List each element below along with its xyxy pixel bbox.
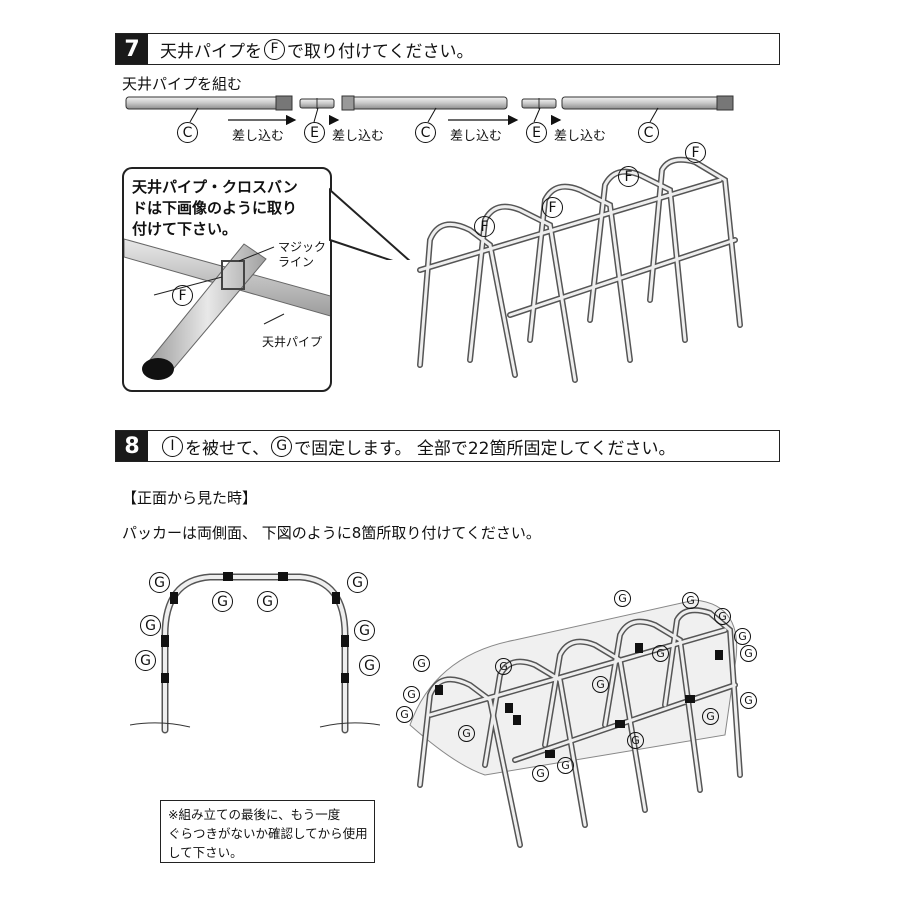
ceiling-pipe-assembly-heading: 天井パイプを組む xyxy=(122,75,243,93)
cross-band-detail-illustration xyxy=(124,238,330,380)
cover-part-g-label-12: G xyxy=(740,692,757,709)
front-part-g-label-2: G xyxy=(212,591,233,612)
frame-part-f-label-2: F xyxy=(542,197,563,218)
insert-label-3: 差し込む xyxy=(450,129,503,144)
part-c-label-3: C xyxy=(638,122,659,143)
part-i-symbol: I xyxy=(162,435,183,457)
inset-pointer xyxy=(329,187,411,260)
step8-instruction: I を被せて、 G で固定します。 全部で22箇所固定してください。 xyxy=(160,431,675,461)
cover-part-g-label-7: G xyxy=(557,757,574,774)
cover-part-g-label-10: G xyxy=(652,645,669,662)
cover-part-g-label-1: G xyxy=(413,655,430,672)
step8-number: 8 xyxy=(116,431,148,461)
insert-label-2: 差し込む xyxy=(332,129,385,144)
front-part-g-label-8: G xyxy=(359,655,380,676)
cover-part-g-label-16: G xyxy=(734,628,751,645)
step7-header: 7 天井パイプを F で取り付けてください。 xyxy=(115,33,780,65)
pipe-c-2 xyxy=(341,95,508,111)
cover-part-g-label-6: G xyxy=(532,765,549,782)
cover-part-g-label-13: G xyxy=(614,590,631,607)
part-e-label-1: E xyxy=(304,122,325,143)
part-f-symbol: F xyxy=(264,38,285,60)
front-part-g-label-7: G xyxy=(135,650,156,671)
greenhouse-frame-illustration-1 xyxy=(417,156,743,383)
cover-part-g-label-8: G xyxy=(592,676,609,693)
cover-part-g-label-2: G xyxy=(403,686,420,703)
joint-e-2 xyxy=(521,98,557,109)
inset-instruction: 天井パイプ・クロスバン ドは下画像のように取り 付けて下さい。 xyxy=(132,178,298,238)
insert-label-1: 差し込む xyxy=(232,129,285,144)
front-part-g-label-1: G xyxy=(149,572,170,593)
part-e-label-2: E xyxy=(526,122,547,143)
frame-part-f-label-1: F xyxy=(474,216,495,237)
packer-instruction: パッカーは両側面、 下図のように8箇所取り付けてください。 xyxy=(122,524,541,542)
part-c-label-2: C xyxy=(415,122,436,143)
greenhouse-covered-illustration xyxy=(409,599,743,848)
frame-part-f-label-3: F xyxy=(618,166,639,187)
inset-part-f-label: F xyxy=(172,285,193,306)
step8-header: 8 I を被せて、 G で固定します。 全部で22箇所固定してください。 xyxy=(115,430,780,462)
part-g-symbol: G xyxy=(271,435,293,457)
insert-label-4: 差し込む xyxy=(554,129,607,144)
inset-ceiling-pipe-label: 天井パイプ xyxy=(262,335,323,349)
cover-part-g-label-9: G xyxy=(627,732,644,749)
cross-band-detail-inset: 天井パイプ・クロスバン ドは下画像のように取り 付けて下さい。 xyxy=(122,167,332,392)
pipe-c-1 xyxy=(125,95,293,111)
cover-part-g-label-15: G xyxy=(714,608,731,625)
front-view-illustration xyxy=(130,572,380,734)
front-part-g-label-5: G xyxy=(140,615,161,636)
step7-instruction: 天井パイプを F で取り付けてください。 xyxy=(160,34,474,64)
cover-part-g-label-17: G xyxy=(740,645,757,662)
part-c-label-1: C xyxy=(177,122,198,143)
front-part-g-label-3: G xyxy=(257,591,278,612)
magic-line-label: マジック ライン xyxy=(278,240,327,269)
cover-part-g-label-3: G xyxy=(396,706,413,723)
cover-part-g-label-14: G xyxy=(682,592,699,609)
front-part-g-label-4: G xyxy=(347,572,368,593)
cover-part-g-label-5: G xyxy=(495,658,512,675)
joint-e-1 xyxy=(299,98,335,109)
front-view-heading: 【正面から見た時】 xyxy=(122,489,258,507)
cover-part-g-label-11: G xyxy=(702,708,719,725)
frame-part-f-label-4: F xyxy=(685,142,706,163)
pipe-c-3 xyxy=(561,95,734,111)
step7-number: 7 xyxy=(116,34,148,64)
front-part-g-label-6: G xyxy=(354,620,375,641)
final-check-note: ※組み立ての最後に、もう一度 ぐらつきがないか確認してから使用 して下さい。 xyxy=(160,800,375,863)
cover-part-g-label-4: G xyxy=(458,725,475,742)
